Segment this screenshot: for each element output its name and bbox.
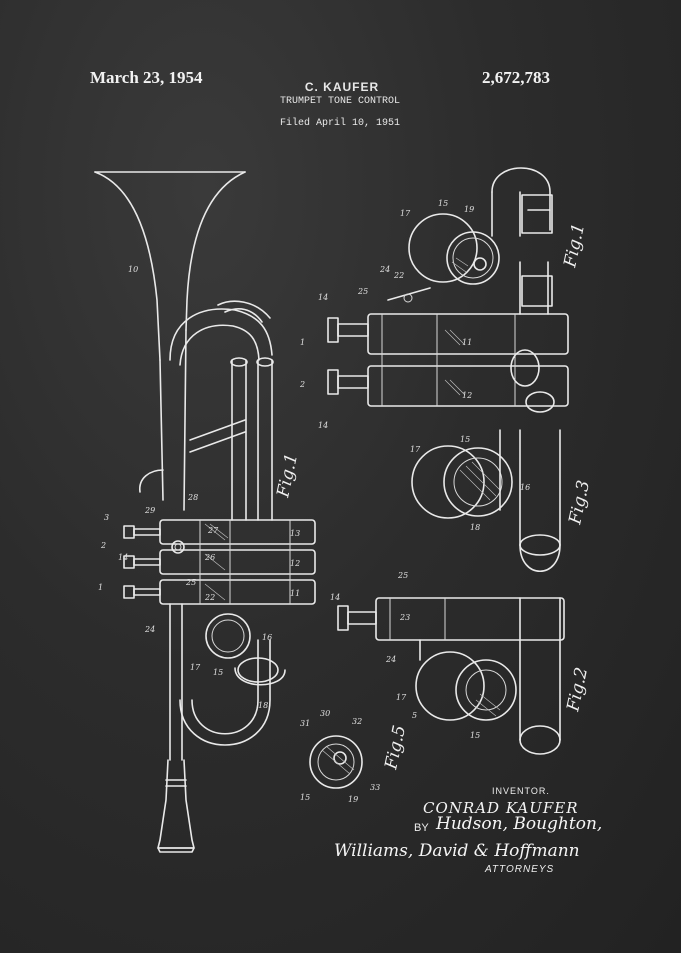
fig1-detail xyxy=(327,167,569,413)
ref-numeral: 15 xyxy=(438,199,448,208)
inventor-label: INVENTOR. xyxy=(492,786,550,796)
ref-numeral: 5 xyxy=(412,711,417,720)
ref-numeral: 12 xyxy=(462,391,472,400)
ref-numeral: 23 xyxy=(399,613,410,622)
ref-numeral: 31 xyxy=(300,719,310,728)
fig5-detail xyxy=(309,735,363,789)
ref-numeral: 29 xyxy=(144,506,155,515)
fig1-label: Fig.1 xyxy=(273,452,302,501)
ref-numeral: 13 xyxy=(290,529,300,538)
fig1-ref-numerals: 17 15 19 24 22 25 14 1 2 14 11 12 xyxy=(299,199,474,430)
ref-numeral: 15 xyxy=(213,668,223,677)
ref-numeral: 25 xyxy=(397,571,408,580)
ref-numeral: 14 xyxy=(118,553,128,562)
fig5-label: Fig.5 xyxy=(381,724,410,773)
ref-numeral: 24 xyxy=(144,625,155,634)
ref-numeral: 22 xyxy=(393,271,404,280)
ref-numeral: 2 xyxy=(299,380,305,389)
ref-numeral: 17 xyxy=(396,693,407,702)
inventor-header: C. KAUFER xyxy=(304,80,380,94)
ref-numeral: 15 xyxy=(460,435,470,444)
fig3-label: Fig.3 xyxy=(565,479,594,528)
inventor-signature-name: CONRAD KAUFER xyxy=(423,799,579,817)
ref-numeral: 15 xyxy=(300,793,310,802)
patent-title: TRUMPET TONE CONTROL xyxy=(279,96,401,107)
ref-numeral: 11 xyxy=(290,589,300,598)
ref-numeral: 19 xyxy=(464,205,474,214)
ref-numeral: 11 xyxy=(462,338,472,347)
ref-numeral: 15 xyxy=(470,731,480,740)
fig2-detail xyxy=(337,597,565,755)
patent-date: March 23, 1954 xyxy=(90,68,203,87)
ref-numeral: 25 xyxy=(357,287,368,296)
fig2-label: Fig.2 xyxy=(563,666,592,715)
ref-numeral: 14 xyxy=(318,421,328,430)
main-ref-numerals: 10 3 2 1 29 28 27 13 12 11 14 26 24 22 2… xyxy=(98,265,300,710)
fig2-ref-numerals: 14 25 24 23 17 5 15 xyxy=(330,571,480,740)
ref-numeral: 30 xyxy=(320,709,330,718)
ref-numeral: 1 xyxy=(98,583,103,592)
ref-numeral: 1 xyxy=(300,338,305,347)
by-label: BY xyxy=(414,822,429,834)
ref-numeral: 27 xyxy=(207,526,219,535)
trumpet-figure xyxy=(94,171,316,853)
ref-numeral: 24 xyxy=(385,655,396,664)
ref-numeral: 26 xyxy=(204,553,215,562)
patent-number: 2,672,783 xyxy=(482,68,550,87)
ref-numeral: 18 xyxy=(258,701,268,710)
attorney-signature-line-2: Williams, David & Hoffmann xyxy=(334,841,580,861)
ref-numeral: 18 xyxy=(470,523,480,532)
ref-numeral: 32 xyxy=(352,717,362,726)
ref-numeral: 33 xyxy=(370,783,380,792)
ref-numeral: 16 xyxy=(520,483,530,492)
fig3-ref-numerals: 17 15 16 18 xyxy=(410,435,530,532)
ref-numeral: 2 xyxy=(100,541,106,550)
ref-numeral: 17 xyxy=(400,209,411,218)
fig5-ref-numerals: 31 30 32 33 19 15 xyxy=(300,709,380,804)
ref-numeral: 14 xyxy=(318,293,328,302)
ref-numeral: 3 xyxy=(104,513,109,522)
ref-numeral: 25 xyxy=(185,578,196,587)
ref-numeral: 16 xyxy=(262,633,272,642)
fig3-detail xyxy=(411,429,561,572)
fig1-right-label: Fig.1 xyxy=(560,222,589,271)
attorney-signature-line-1: Hudson, Boughton, xyxy=(436,814,603,834)
ref-numeral: 17 xyxy=(410,445,421,454)
ref-numeral: 22 xyxy=(204,593,215,602)
ref-numeral: 28 xyxy=(187,493,198,502)
ref-numeral: 24 xyxy=(379,265,390,274)
ref-numeral: 19 xyxy=(348,795,358,804)
bell-ref-numeral: 10 xyxy=(128,265,138,274)
ref-numeral: 12 xyxy=(290,559,300,568)
ref-numeral: 14 xyxy=(330,593,340,602)
attorneys-label: ATTORNEYS xyxy=(485,864,555,875)
filed-date: Filed April 10, 1951 xyxy=(279,118,401,129)
ref-numeral: 17 xyxy=(190,663,201,672)
